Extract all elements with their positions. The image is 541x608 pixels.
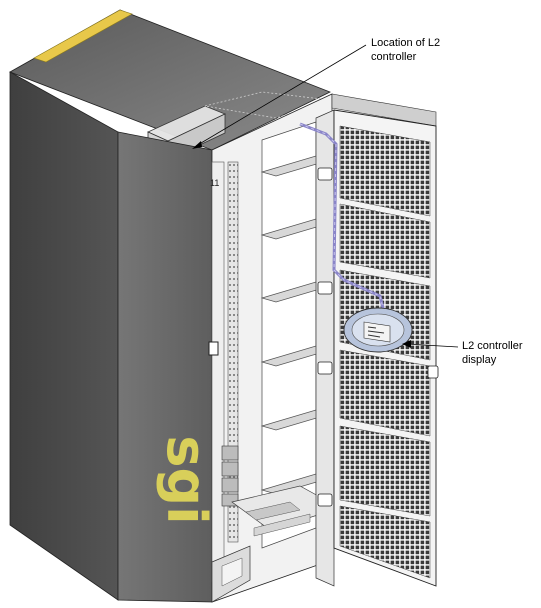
callout-l2-location: Location of L2 controller (371, 36, 440, 64)
door-hinges (317, 167, 439, 507)
callout-l2-display-line1: L2 controller (462, 340, 523, 352)
cabinet-door (315, 93, 439, 587)
svg-text:11: 11 (210, 178, 219, 188)
drive-modules (221, 445, 239, 507)
cabinet-base (211, 545, 251, 603)
shelves (260, 155, 332, 495)
cabinet-side-panel (9, 71, 119, 601)
callout-l2-location-line2: controller (371, 51, 417, 63)
mounting-rail (227, 161, 239, 543)
door-mesh (339, 125, 431, 579)
cabinet-front-panel (117, 131, 213, 603)
l2-controller-display (343, 307, 413, 353)
leader-line-l2-display (405, 343, 459, 348)
sgi-logo-text: sgi (155, 435, 218, 524)
callout-l2-display: L2 controller display (462, 339, 523, 367)
callout-l2-location-line1: Location of L2 (371, 37, 441, 49)
top-accent-stripe (33, 9, 133, 63)
cabinet-top (9, 9, 331, 161)
leader-line-l2-location (195, 44, 367, 147)
callout-l2-display-line2: display (462, 354, 497, 366)
cabinet-interior: 11 (208, 93, 341, 603)
arrowhead-l2-location (192, 141, 202, 149)
front-latch-icon (208, 341, 219, 356)
arrowhead-l2-display (402, 340, 411, 348)
display-text-lines (367, 326, 385, 338)
sgi-logo: sgi (155, 435, 218, 524)
